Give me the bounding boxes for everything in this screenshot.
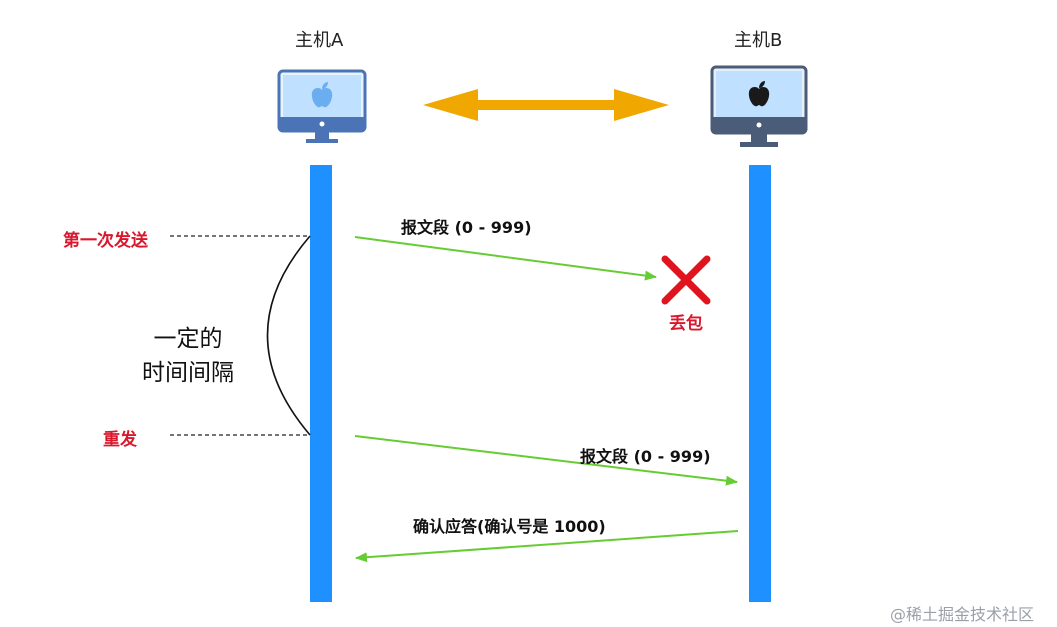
ack-arrow bbox=[355, 530, 739, 563]
cross-icon bbox=[661, 255, 711, 305]
link-arrow bbox=[423, 89, 669, 121]
interval-arc bbox=[266, 235, 311, 436]
interval-label-line2: 时间间隔 bbox=[142, 360, 234, 386]
packet-loss-label: 丢包 bbox=[669, 314, 703, 334]
timeline-host-b bbox=[749, 165, 771, 602]
interval-label: 一定的 时间间隔 bbox=[142, 322, 234, 390]
segment-first-label: 报文段 (0 - 999) bbox=[401, 218, 532, 237]
ack-label: 确认应答(确认号是 1000) bbox=[413, 517, 606, 536]
timeline-host-a bbox=[310, 165, 332, 602]
watermark: @稀土掘金技术社区 bbox=[890, 605, 1035, 624]
first-send-label: 第一次发送 bbox=[63, 231, 148, 251]
resend-label: 重发 bbox=[103, 430, 137, 450]
apple-logo-icon bbox=[748, 81, 770, 107]
segment-resend-label: 报文段 (0 - 999) bbox=[580, 447, 711, 466]
segment-resend-arrow bbox=[354, 435, 738, 486]
apple-logo-icon bbox=[311, 82, 333, 108]
host-a-label: 主机A bbox=[295, 30, 344, 51]
computer-icon-host-b bbox=[710, 65, 808, 147]
interval-label-line1: 一定的 bbox=[153, 326, 223, 352]
host-b-label: 主机B bbox=[734, 30, 783, 51]
computer-icon-host-a bbox=[277, 69, 367, 143]
segment-first-arrow bbox=[354, 236, 657, 281]
